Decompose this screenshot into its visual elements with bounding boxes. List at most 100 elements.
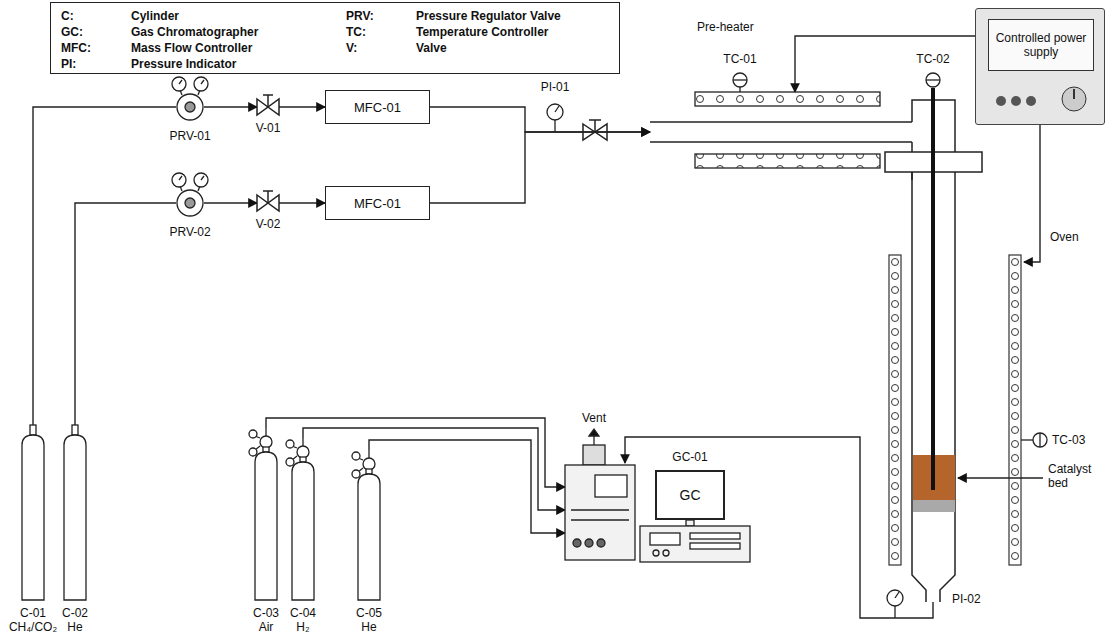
drawing-part bbox=[352, 450, 380, 600]
legend-abbreviation: C: bbox=[61, 9, 74, 23]
drawing-part bbox=[201, 80, 204, 84]
drawing-part bbox=[201, 176, 204, 180]
node-box: MFC-01 bbox=[325, 186, 430, 220]
drawing-part bbox=[257, 195, 279, 211]
drawing-part bbox=[177, 94, 203, 120]
gas-line bbox=[204, 106, 257, 107]
drawing-part bbox=[913, 500, 955, 512]
drawing-part bbox=[650, 533, 680, 545]
drawing-part bbox=[739, 87, 740, 92]
drawing-part bbox=[286, 438, 314, 600]
node-cyl: C-02He bbox=[64, 425, 86, 600]
box-label: MFC-01 bbox=[354, 100, 401, 115]
node-power: Controlled power supply bbox=[975, 8, 1105, 125]
annotation-label: PI-02 bbox=[952, 592, 981, 606]
drawing-part bbox=[1009, 255, 1021, 565]
gas-line bbox=[369, 440, 565, 533]
node-analyzer: Vent bbox=[565, 465, 635, 560]
drawing-part bbox=[263, 447, 269, 452]
drawing-part bbox=[300, 457, 306, 462]
drawing-part bbox=[880, 141, 912, 143]
drawing-part bbox=[555, 106, 559, 112]
node-box: MFC-01 bbox=[325, 90, 430, 124]
node-cylr: C-03Air bbox=[255, 428, 277, 600]
valve-symbol bbox=[257, 195, 279, 211]
part-tag: PRV-02 bbox=[169, 225, 210, 239]
drawing-part bbox=[366, 469, 372, 474]
drawing-part bbox=[589, 429, 599, 436]
drawing-part bbox=[30, 425, 36, 435]
vent-label: Vent bbox=[582, 411, 606, 425]
legend-abbreviation: MFC: bbox=[61, 41, 91, 55]
drawing-part bbox=[263, 190, 273, 192]
monitor-screen: GC bbox=[657, 472, 723, 518]
gas-name: He bbox=[356, 620, 382, 634]
shutoff-valve bbox=[583, 120, 607, 140]
pi-gauge bbox=[887, 590, 903, 618]
legend-definition: Pressure Indicator bbox=[131, 57, 236, 71]
node-valve: V-01 bbox=[257, 99, 279, 115]
gas-line bbox=[795, 36, 975, 92]
drawing-part bbox=[880, 121, 912, 123]
gas-name: CH₄/CO₂ bbox=[9, 620, 57, 634]
drawing-part bbox=[249, 428, 277, 600]
drawing-part bbox=[255, 452, 277, 600]
drawing-part bbox=[179, 80, 182, 84]
screen-text: GC bbox=[680, 487, 701, 503]
pi-gauge bbox=[547, 104, 563, 132]
drawing-part bbox=[260, 436, 272, 448]
drawing-part bbox=[265, 428, 266, 436]
drawing-part bbox=[996, 96, 1006, 106]
drawing-part bbox=[690, 543, 740, 549]
drawing-part bbox=[583, 445, 605, 465]
node-prv: PRV-02 bbox=[176, 189, 204, 217]
leader-arrows bbox=[625, 125, 1043, 618]
drawing-part bbox=[172, 173, 186, 187]
legend-abbreviation: PI: bbox=[61, 57, 76, 71]
cylinder-label: C-02He bbox=[62, 606, 88, 634]
drawing-part bbox=[554, 120, 555, 132]
drawing-part bbox=[172, 77, 186, 91]
node-cylr: C-04H₂ bbox=[292, 438, 314, 600]
box-label: MFC-01 bbox=[354, 196, 401, 211]
drawing-part bbox=[177, 190, 203, 216]
drawing-part bbox=[571, 509, 629, 510]
drawing-part bbox=[594, 120, 596, 132]
drawing-part bbox=[352, 452, 360, 460]
gas-line bbox=[75, 203, 176, 425]
gas-cylinder bbox=[22, 425, 44, 600]
node-cyl: C-01CH₄/CO₂ bbox=[22, 425, 44, 600]
drawing-part bbox=[292, 462, 314, 600]
drawing-part bbox=[1062, 87, 1086, 111]
drawing-part bbox=[690, 533, 740, 539]
gas-line bbox=[33, 107, 176, 425]
annotation-label: TC-03 bbox=[1052, 433, 1085, 447]
part-tag: V-01 bbox=[256, 121, 281, 135]
legend-abbreviation: PRV: bbox=[346, 9, 374, 23]
regulator-symbol bbox=[176, 93, 204, 121]
drawing-part bbox=[547, 104, 563, 120]
drawing-part bbox=[912, 142, 926, 602]
drawing-part bbox=[22, 425, 44, 600]
part-tag: PRV-01 bbox=[169, 129, 210, 143]
prv-label: PRV-02 bbox=[169, 225, 210, 239]
drawing-part bbox=[22, 435, 44, 600]
drawing-part bbox=[1073, 89, 1075, 99]
drawing-part bbox=[695, 154, 880, 168]
drawing-part bbox=[1026, 96, 1036, 106]
thermocouple-rod bbox=[931, 88, 935, 490]
power-label: Controlled power supply bbox=[989, 31, 1093, 59]
drawing-part bbox=[1011, 96, 1021, 106]
vent-text: Vent bbox=[582, 411, 606, 425]
drawing-part bbox=[958, 477, 1043, 478]
valve-label: V-02 bbox=[256, 217, 281, 231]
annotation-label: Catalyst bed bbox=[1048, 462, 1110, 490]
prv-label: PRV-01 bbox=[169, 129, 210, 143]
drawing-part bbox=[185, 198, 195, 208]
drawing-part bbox=[1039, 433, 1040, 447]
drawing-part bbox=[573, 539, 581, 547]
drawing-part bbox=[194, 173, 208, 187]
gas-cylinder bbox=[255, 428, 277, 600]
